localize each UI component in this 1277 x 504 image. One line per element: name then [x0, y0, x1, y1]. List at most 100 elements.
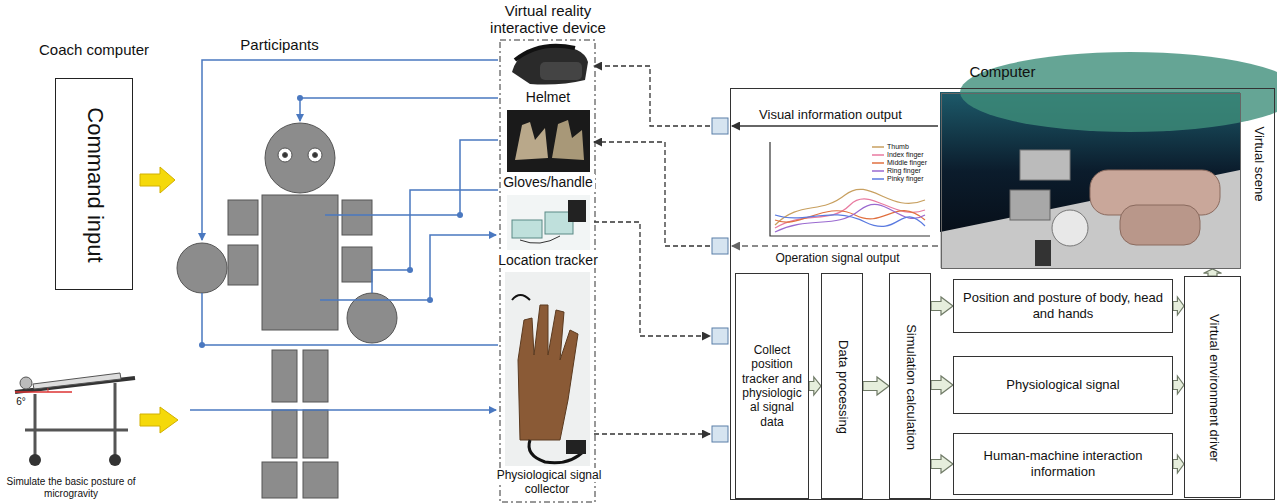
command-box: Coach computerCommand input [55, 78, 133, 290]
tracker-image [520, 236, 560, 243]
signal-wires [300, 98, 498, 121]
virtual-scene-panel: Virtual scene [941, 93, 1241, 269]
participant-figure [342, 247, 372, 282]
box-label: Physiological signal [1006, 377, 1119, 393]
microgravity-bed [109, 454, 121, 466]
text-label-box: Participants [232, 36, 327, 53]
legend-line-sample [872, 154, 884, 156]
text-label-box: Gloves/handle [495, 174, 601, 190]
participant-figure [303, 462, 338, 498]
computer-ports [712, 118, 728, 134]
chart-legend: ThumbIndex fingerMiddle fingerRing finge… [872, 143, 927, 183]
text-label-box: Helmet [505, 89, 591, 105]
signal-wires [320, 235, 496, 300]
legend-line-sample [872, 176, 884, 182]
headset-image [515, 46, 575, 60]
wire-dots [457, 212, 463, 218]
gloves-image [507, 110, 590, 172]
participant-figure [303, 410, 328, 458]
block-arrow [1204, 269, 1222, 276]
participant-figure [272, 410, 297, 458]
text-label: Simulate the basic posture of microgravi… [7, 476, 136, 499]
box-label: Virtual environment driver [1207, 314, 1220, 462]
block-arrow [1173, 376, 1184, 394]
participant-figure [265, 123, 335, 193]
output-box: Human-machine interaction information [953, 433, 1173, 495]
participant-figure [308, 148, 322, 162]
signal-chart [770, 142, 930, 236]
computer-ports [712, 328, 728, 344]
collector-image [505, 272, 590, 466]
legend-item: Ring finger [872, 167, 927, 175]
participant-figure [278, 148, 292, 162]
dashed-device-links [594, 142, 710, 246]
participant-figure [313, 153, 318, 158]
wire-dots [199, 342, 205, 348]
text-label: Operation signal output [775, 251, 899, 265]
participant-figure [177, 243, 227, 293]
virtual-scene-image [940, 52, 1277, 268]
collector-image [518, 305, 578, 440]
legend-text: Thumb [887, 143, 909, 151]
signal-wires [372, 190, 498, 293]
participant-figure [262, 462, 297, 498]
legend-line-sample [872, 146, 884, 148]
participant-figure [283, 153, 288, 158]
signal-wires [202, 60, 498, 240]
yellow-arrows [140, 167, 178, 433]
collector-image [529, 440, 585, 463]
participant-figure [303, 350, 328, 402]
dashed-device-links [594, 433, 710, 434]
signal-chart [770, 142, 930, 236]
box-label: Virtual scene [1253, 127, 1266, 202]
text-label-box: Visual information output [748, 108, 913, 123]
participant-figure [177, 123, 397, 498]
virtual-scene-image [1120, 205, 1200, 245]
wire-dots [407, 267, 413, 273]
block-arrow [931, 455, 953, 473]
collector-image [512, 295, 530, 300]
legend-line-sample [872, 170, 884, 172]
microgravity-bed [20, 377, 32, 389]
legend-text: Pinky finger [887, 175, 924, 183]
text-label: Physiological signal collector [495, 468, 602, 496]
virtual-scene-image [940, 170, 1240, 268]
box-label: Simulation calculation [905, 324, 918, 450]
box-label: Command input [84, 107, 106, 262]
signal-chart [775, 215, 925, 227]
legend-line-sample [872, 168, 884, 174]
participant-figure [228, 245, 258, 285]
microgravity-bed [25, 429, 128, 432]
participant-figure [272, 350, 297, 402]
text-label: Gloves/handle [501, 174, 595, 190]
microgravity-bed [114, 383, 117, 455]
tracker-image [512, 220, 542, 238]
participant-figure [342, 200, 372, 235]
tracker-image [507, 195, 590, 250]
microgravity-bed [47, 388, 48, 392]
gloves-image [515, 122, 548, 160]
yellow-arrows [140, 167, 175, 193]
wire-dots [297, 95, 303, 101]
box-label: Human-machine interaction information [958, 448, 1168, 479]
collector-image [566, 440, 586, 454]
visual-output-arrow [732, 126, 938, 246]
text-label-box: Physiological signal collector [480, 469, 616, 497]
signal-chart [775, 204, 925, 232]
text-label-box: Operation signal output [760, 252, 915, 266]
microgravity-bed [15, 373, 135, 466]
virtual-scene-image [960, 52, 1277, 132]
process-box: Data processing [821, 273, 863, 499]
signal-wires [190, 60, 498, 410]
driver-box: Virtual environment driver [1184, 276, 1241, 498]
block-arrow [1173, 297, 1184, 315]
legend-item: Index finger [872, 151, 927, 159]
legend-line-sample [872, 162, 884, 164]
virtual-scene-image [1020, 150, 1070, 180]
headset-image [512, 46, 588, 85]
block-arrow [931, 376, 953, 394]
block-arrow [1173, 455, 1184, 473]
text-label: Visual information output [759, 107, 902, 122]
gloves-image [552, 120, 584, 160]
legend-text: Index finger [887, 151, 924, 159]
